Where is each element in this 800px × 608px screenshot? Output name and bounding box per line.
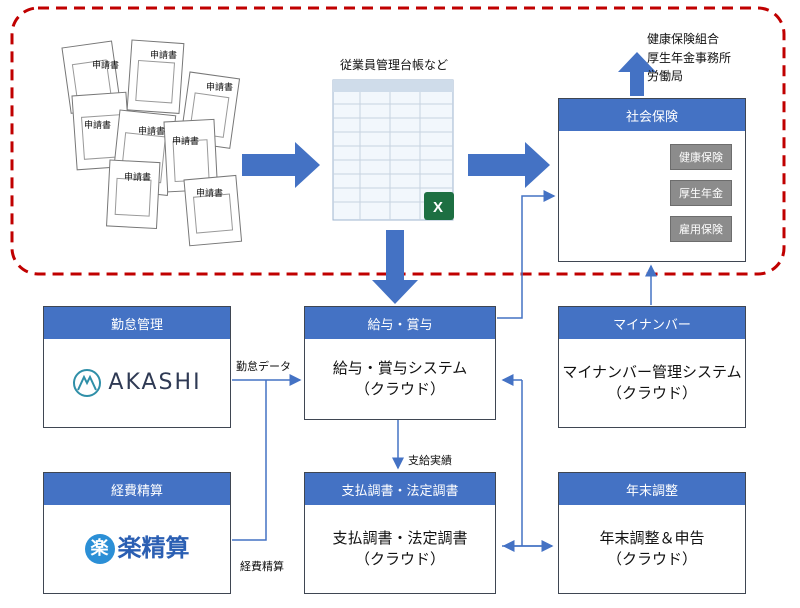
yearend-header: 年末調整 [559, 473, 745, 505]
label-payment-record: 支給実績 [408, 454, 452, 467]
ledger-spreadsheet-icon: X [332, 79, 454, 221]
form-label: 申請書 [124, 173, 152, 183]
arrow-ledger-to-payroll [372, 230, 418, 304]
form-label: 申請書 [172, 137, 200, 147]
attendance-header: 勤怠管理 [44, 307, 230, 339]
insurance-item-pension: 厚生年金 [670, 180, 732, 206]
yearend-system-cloud: （クラウド） [606, 550, 697, 568]
arrow-forms-to-ledger [242, 142, 320, 188]
label-expense-settle: 経費精算 [240, 560, 284, 573]
payroll-system-name: 給与・賞与システム [332, 359, 468, 377]
form-label: 申請書 [138, 127, 166, 137]
arrow-ledger-to-insurance [468, 142, 550, 188]
mynumber-header: マイナンバー [559, 307, 745, 339]
akashi-mark-icon [73, 368, 102, 397]
payment-report-box: 支払調書・法定調書 支払調書・法定調書 （クラウド） [304, 472, 496, 594]
social-insurance-header: 社会保険 [559, 99, 745, 131]
agency-labor-bureau: 労働局 [647, 69, 684, 84]
form-label: 申請書 [150, 51, 178, 61]
rakuraku-logo-text: 楽精算 [117, 534, 190, 563]
form-label: 申請書 [196, 189, 224, 199]
mynumber-box: マイナンバー マイナンバー管理システム （クラウド） [558, 306, 746, 428]
yearend-system-name: 年末調整＆申告 [599, 529, 705, 547]
external-agencies-list: 健康保険組合 厚生年金事務所 労働局 [647, 30, 731, 86]
expense-header: 経費精算 [44, 473, 230, 505]
rakuraku-badge: 楽 [84, 534, 115, 564]
insurance-item-health: 健康保険 [670, 144, 732, 170]
svg-text:X: X [433, 199, 443, 216]
arrow-insurance-up [618, 52, 656, 96]
payroll-box: 給与・賞与 給与・賞与システム （クラウド） [304, 306, 496, 420]
payment-report-system-cloud: （クラウド） [354, 550, 445, 568]
label-attendance-data: 勤怠データ [236, 360, 291, 373]
payroll-system-cloud: （クラウド） [354, 380, 445, 398]
form-label: 申請書 [92, 61, 120, 71]
form-label: 申請書 [84, 121, 112, 131]
payroll-header: 給与・賞与 [305, 307, 495, 339]
attendance-box: 勤怠管理 AKASHI [43, 306, 231, 428]
yearend-box: 年末調整 年末調整＆申告 （クラウド） [558, 472, 746, 594]
insurance-item-employment: 雇用保険 [670, 216, 732, 242]
ledger-title: 従業員管理台帳など [340, 58, 449, 72]
akashi-logo-text: AKASHI [108, 369, 202, 395]
payment-report-header: 支払調書・法定調書 [305, 473, 495, 505]
mynumber-system-cloud: （クラウド） [606, 384, 697, 402]
application-forms-stack [61, 39, 243, 247]
rakuraku-logo: 楽 楽精算 [84, 532, 190, 566]
mynumber-system-name: マイナンバー管理システム [562, 363, 742, 381]
payment-report-system-name: 支払調書・法定調書 [332, 529, 468, 547]
akashi-logo: AKASHI [72, 368, 201, 399]
agency-pension-office: 厚生年金事務所 [647, 50, 732, 65]
expense-box: 経費精算 楽 楽精算 [43, 472, 231, 594]
form-label: 申請書 [206, 83, 234, 93]
agency-health-union: 健康保険組合 [647, 32, 720, 46]
